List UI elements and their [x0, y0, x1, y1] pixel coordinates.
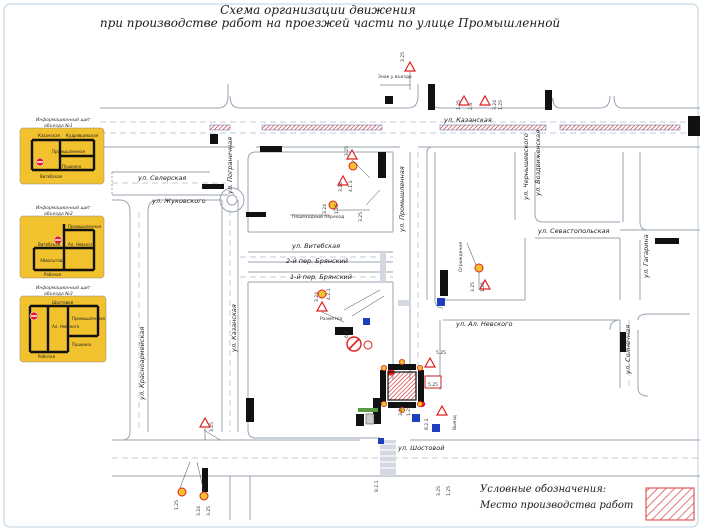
street-promyshlennaya: ул. Промышленная [398, 166, 406, 233]
crosswalks [380, 252, 410, 476]
info-panel-1: Информационный щит объезда №1 Казанская … [19, 117, 105, 185]
street-kazanskaya-vertical: ул. Казанская [230, 304, 238, 353]
note-1: Знак у въезда [378, 74, 412, 80]
street-krasnoarmeyskaya: ул. Красноармейская [138, 327, 146, 401]
no-entry-sign [346, 336, 373, 352]
sign-label-5: 1.25 [498, 100, 504, 110]
sign-label-1: 3.25 [400, 52, 406, 62]
panel-1-label-1: Казанская [38, 133, 61, 138]
sign-label-13: 4.2.1 [326, 288, 332, 300]
panel-2-caption: Информационный щит [36, 205, 91, 211]
sign-label-24: 3.24 [196, 506, 202, 516]
panel-3-caption-2: объезда №3 [44, 291, 73, 297]
sign-label-3: 2.4 [468, 103, 474, 110]
sign-label-6: 3.25 [344, 146, 350, 156]
sign-label-9: 3.24 [322, 204, 328, 214]
sign-label-8: 4.1.1 [348, 180, 354, 192]
street-selerskaya: ул. Селерская [137, 174, 186, 182]
panel-3-label-4: Пушкина [72, 342, 92, 347]
sign-label-10: 1.25 [334, 204, 340, 214]
sign-label-14: 6.4 [344, 331, 350, 338]
note-3: Разметка [320, 316, 342, 322]
panel-2-label-2: Витебская [38, 242, 61, 247]
sign-label-2: 1.25 [456, 100, 462, 110]
street-nevskogo: ул. Ал. Невского [455, 320, 512, 328]
note-4: Ограждение [458, 242, 464, 272]
panel-2-label-1: Промышленная [68, 224, 102, 229]
sign-label-26: 8.2.1 [374, 480, 380, 492]
sign-label-12: 3.24 [314, 292, 320, 302]
panel-1-label-5: Витебская [40, 174, 63, 179]
street-pogranichnaya: ул. Пограничная [226, 137, 234, 195]
street-bryansky-2: 2-й пер. Брянский [286, 257, 348, 265]
sign-label-4: 3.24 [492, 100, 498, 110]
sign-label-28: 1.25 [446, 486, 452, 496]
work-zone [358, 358, 442, 425]
street-shoslovoi: ул. Шостовой [397, 444, 444, 452]
sign-label-21: 5.25 [428, 382, 438, 388]
street-bryansky-1: 1-й пер. Брянский [290, 273, 352, 281]
title-line-2: при производстве работ на проезжей части… [100, 16, 560, 30]
annotations: Знак у въезда Пешеходный переход Разметк… [292, 74, 464, 430]
blue-signs [363, 298, 445, 444]
sign-label-18: 3.24 [398, 406, 404, 416]
panel-1-label-4: Пушкина [62, 164, 82, 169]
street-gagarina: ул. Гагарина [642, 234, 650, 279]
leader-lines [179, 72, 480, 493]
panel-3-caption: Информационный щит [36, 285, 91, 291]
sign-label-25: 3.25 [206, 506, 212, 516]
panel-3-label-3: Ал. Невского [52, 324, 80, 329]
panel-2-label-3: Ал. Невского [68, 242, 96, 247]
panel-2-caption-2: объезда №2 [44, 211, 73, 217]
street-sevastopolskaya: ул. Севастопольская [537, 227, 610, 235]
note-5: Выезд [452, 415, 458, 430]
panel-3-label-1: Шостовой [52, 300, 74, 305]
note-2: Пешеходный переход [292, 213, 344, 220]
panel-2-label-4: Абвольтова [40, 258, 65, 263]
legend-title: Условные обозначения: [480, 484, 606, 495]
lane-markings [100, 121, 700, 459]
panel-1-caption: Информационный щит [36, 117, 91, 123]
sign-label-17: 5.25 [436, 350, 446, 356]
title-line-1: Схема организации движения [220, 3, 416, 17]
road-network [100, 84, 700, 520]
sign-label-22: 8.2.1 [424, 418, 430, 430]
sign-label-23: 1.25 [174, 500, 180, 510]
panel-3-label-2: Промышленная [72, 316, 106, 321]
legend: Условные обозначения: Место производства… [479, 484, 695, 521]
sign-label-7: 3.24 [338, 182, 344, 192]
sign-label-11: 3.25 [358, 212, 364, 222]
street-vitebskaya: ул. Витебская [291, 242, 340, 250]
sign-label-20: 3.25 [209, 422, 215, 432]
panel-1-label-3: Промышленная [52, 149, 86, 154]
panel-2-label-5: Рабочая [44, 272, 62, 277]
legend-work-area-label: Место производства работ [479, 500, 633, 511]
sign-label-27: 3.25 [436, 486, 442, 496]
tram-strip [209, 124, 681, 131]
page-frame [3, 3, 699, 528]
panel-1-label-2: Кудрявцевская [66, 133, 99, 138]
street-vozdvizhenskaya: ул. Воздвиженская [534, 130, 542, 197]
barrier-blocks [202, 84, 700, 492]
sign-label-15: 3.25 [470, 282, 476, 292]
sign-labels: 3.25 1.25 2.4 3.24 1.25 3.25 3.24 4.1.1 … [174, 52, 504, 516]
sign-label-16: 1.25 [480, 282, 486, 292]
info-panel-3: Информационный щит объезда №3 Шостовой П… [19, 285, 107, 363]
panel-1-caption-2: объезда №1 [44, 123, 73, 129]
street-zhukovskogo: ул. Жуковского [151, 197, 206, 205]
sign-label-19: 1.25 [406, 406, 412, 416]
street-kazanskaya: ул. Казанская [443, 116, 492, 124]
roundabout [219, 187, 245, 213]
info-panel-2: Информационный щит объезда №2 Промышленн… [19, 205, 105, 279]
panel-3-label-5: Рабочая [38, 354, 56, 359]
street-chernyshevskogo: ул. Чернышевского [522, 133, 530, 201]
legend-hatch-swatch [645, 487, 695, 521]
street-solnechnaya: ул. Солнечная [624, 325, 632, 375]
